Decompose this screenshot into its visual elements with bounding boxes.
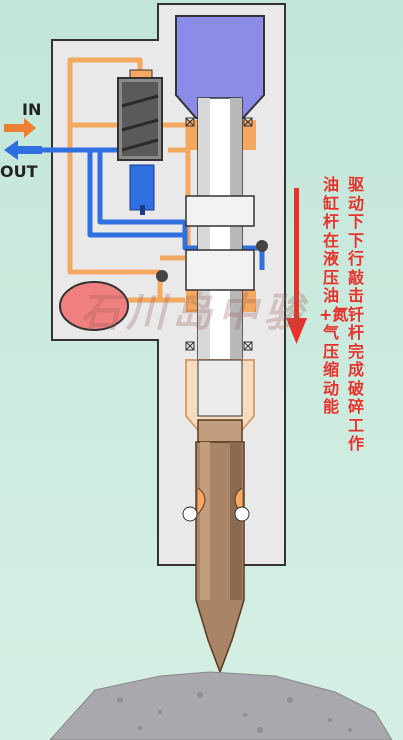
- retaining-pin: [234, 506, 250, 522]
- aux-cylinder: [129, 164, 155, 215]
- in-label: IN: [22, 100, 42, 119]
- check-valve-ball: [156, 270, 168, 282]
- piston-seal: [185, 117, 253, 351]
- in-arrow-icon: [4, 118, 36, 138]
- piston-tip: [197, 359, 243, 417]
- control-valve: [117, 69, 163, 161]
- caption-column-2: 油缸杆在液压油+氮气压缩动能: [319, 175, 349, 416]
- rock-texture: [117, 692, 352, 733]
- retaining-pin: [182, 506, 198, 522]
- chisel: [195, 419, 245, 675]
- out-label: OUT: [0, 162, 38, 181]
- accumulator: [59, 281, 129, 331]
- nitrogen-chamber: [175, 15, 265, 119]
- watermark-text: 石川岛中骏: [80, 289, 310, 336]
- down-motion-arrow-icon: [286, 188, 307, 344]
- caption-column-1: 驱动下下行敲击钎杆完成破碎工作: [347, 175, 364, 453]
- out-arrow-icon: [4, 140, 42, 160]
- check-valve-ball: [256, 240, 268, 252]
- rock: [49, 671, 393, 740]
